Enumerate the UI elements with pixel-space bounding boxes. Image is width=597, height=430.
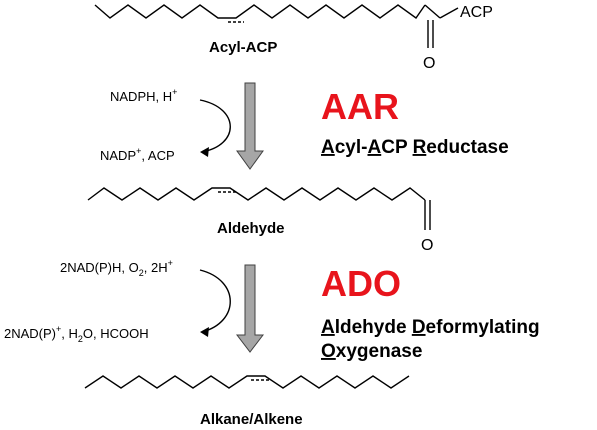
- aldehyde-label: Aldehyde: [217, 220, 285, 237]
- step2-reagent-out: 2NAD(P)+, H2O, HCOOH: [4, 324, 149, 344]
- ado-abbrev: ADO: [321, 263, 401, 304]
- alkane-structure: [84, 375, 410, 389]
- aldehyde-oxygen: O: [421, 237, 433, 254]
- aar-abbrev: AAR: [321, 86, 399, 127]
- step2-reaction-arrow: [235, 264, 265, 353]
- step1-reagent-in: NADPH, H+: [110, 87, 177, 104]
- alkane-label: Alkane/Alkene: [200, 411, 303, 428]
- step1-reaction-arrow: [236, 82, 264, 170]
- aar-full-name: Acyl-ACP Reductase: [321, 137, 509, 158]
- acyl-acp-structure: [94, 4, 459, 48]
- step2-curved-arrowhead: [200, 327, 209, 337]
- step1-curved-arrow: [199, 99, 231, 153]
- step2-curved-arrow: [199, 269, 231, 333]
- ado-full-name-line1: Aldehyde Deformylating: [321, 317, 540, 338]
- acyl-acp-label: Acyl-ACP: [209, 39, 277, 56]
- acyl-acp-oxygen: O: [423, 55, 435, 72]
- aldehyde-structure: [87, 187, 431, 230]
- acyl-acp-acp-group: ACP: [460, 4, 493, 21]
- step1-reagent-out: NADP+, ACP: [100, 146, 175, 163]
- step1-curved-arrowhead: [200, 147, 209, 157]
- step2-reagent-in: 2NAD(P)H, O2, 2H+: [60, 258, 173, 278]
- ado-full-name-line2: Oxygenase: [321, 341, 422, 362]
